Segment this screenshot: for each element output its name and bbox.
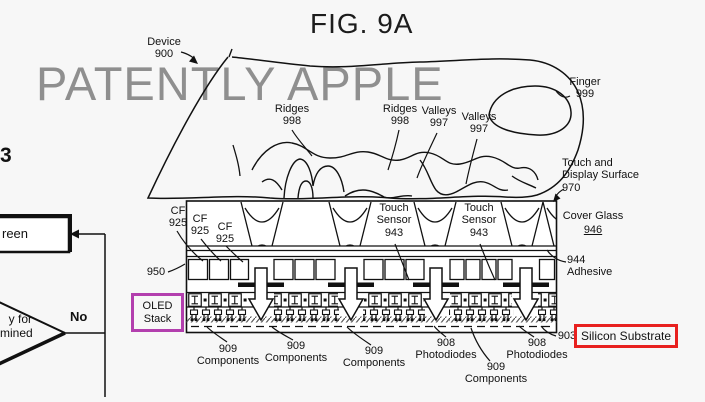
silicon-substrate-callout: Silicon Substrate bbox=[574, 324, 679, 348]
label-909-components-2: 909 Components bbox=[264, 340, 328, 365]
label-950: 950 bbox=[146, 266, 166, 278]
label-cf-925-1: CF 925 bbox=[168, 205, 188, 230]
label-946: 946 bbox=[583, 224, 603, 236]
label-909-components-4: 909 Components bbox=[464, 361, 528, 386]
sensor-stack bbox=[185, 200, 558, 334]
device-arrowhead bbox=[189, 55, 198, 64]
flowchart-box-label: reen bbox=[2, 226, 29, 241]
leader-lines bbox=[167, 51, 571, 362]
label-908-photodiodes-1: 908 Photodiodes bbox=[415, 337, 477, 362]
color-filter-row bbox=[187, 258, 556, 281]
flowchart-arrowhead bbox=[70, 229, 79, 239]
label-903: 903 bbox=[557, 330, 577, 342]
label-touch-sensor-943-right: Touch Sensor 943 bbox=[461, 202, 497, 239]
diamond-top-edge bbox=[0, 301, 66, 334]
oled-row bbox=[188, 293, 556, 307]
flowchart-fragment bbox=[0, 214, 106, 397]
label-909-components-3: 909 Components bbox=[342, 345, 406, 370]
flowchart-no-label: No bbox=[70, 309, 88, 324]
label-device-900: Device 900 bbox=[147, 36, 181, 61]
figure-title: FIG. 9A bbox=[310, 8, 414, 39]
fingerprint-ridges bbox=[251, 141, 539, 199]
flowchart-clipped-digit: 3 bbox=[0, 144, 12, 167]
label-909-components-1: 909 Components bbox=[196, 343, 260, 368]
label-ridges-998-right: Ridges 998 bbox=[382, 103, 418, 128]
label-cover-glass: Cover Glass bbox=[562, 210, 624, 222]
components-row bbox=[188, 307, 556, 322]
label-touch-sensor-943-left: Touch Sensor 943 bbox=[376, 202, 412, 239]
label-908-photodiodes-2: 908 Photodiodes bbox=[506, 337, 568, 362]
flowchart-box bbox=[0, 215, 71, 254]
label-valleys-997-right: Valleys 997 bbox=[461, 111, 497, 136]
label-ridges-998-left: Ridges 998 bbox=[274, 103, 310, 128]
finger-outline bbox=[146, 48, 584, 200]
label-touch-display-surface-970: Touch and Display Surface 970 bbox=[562, 157, 640, 194]
label-cf-925-3: CF 925 bbox=[215, 221, 235, 246]
adhesive-layer bbox=[186, 245, 557, 258]
oled-stack-callout: OLED Stack bbox=[131, 293, 184, 332]
label-944-adhesive: 944 Adhesive bbox=[567, 254, 613, 279]
label-cf-925-2: CF 925 bbox=[190, 213, 210, 238]
flowchart-diamond-label: y for mined bbox=[0, 312, 33, 340]
label-valleys-997-left: Valleys 997 bbox=[421, 105, 457, 130]
fingernail bbox=[488, 85, 572, 136]
surface-arrowhead bbox=[553, 193, 561, 202]
diamond-bottom-edge bbox=[0, 331, 66, 366]
label-finger-999: Finger 999 bbox=[569, 76, 601, 101]
patently-apple-watermark: PATENTLY APPLE bbox=[36, 57, 444, 110]
